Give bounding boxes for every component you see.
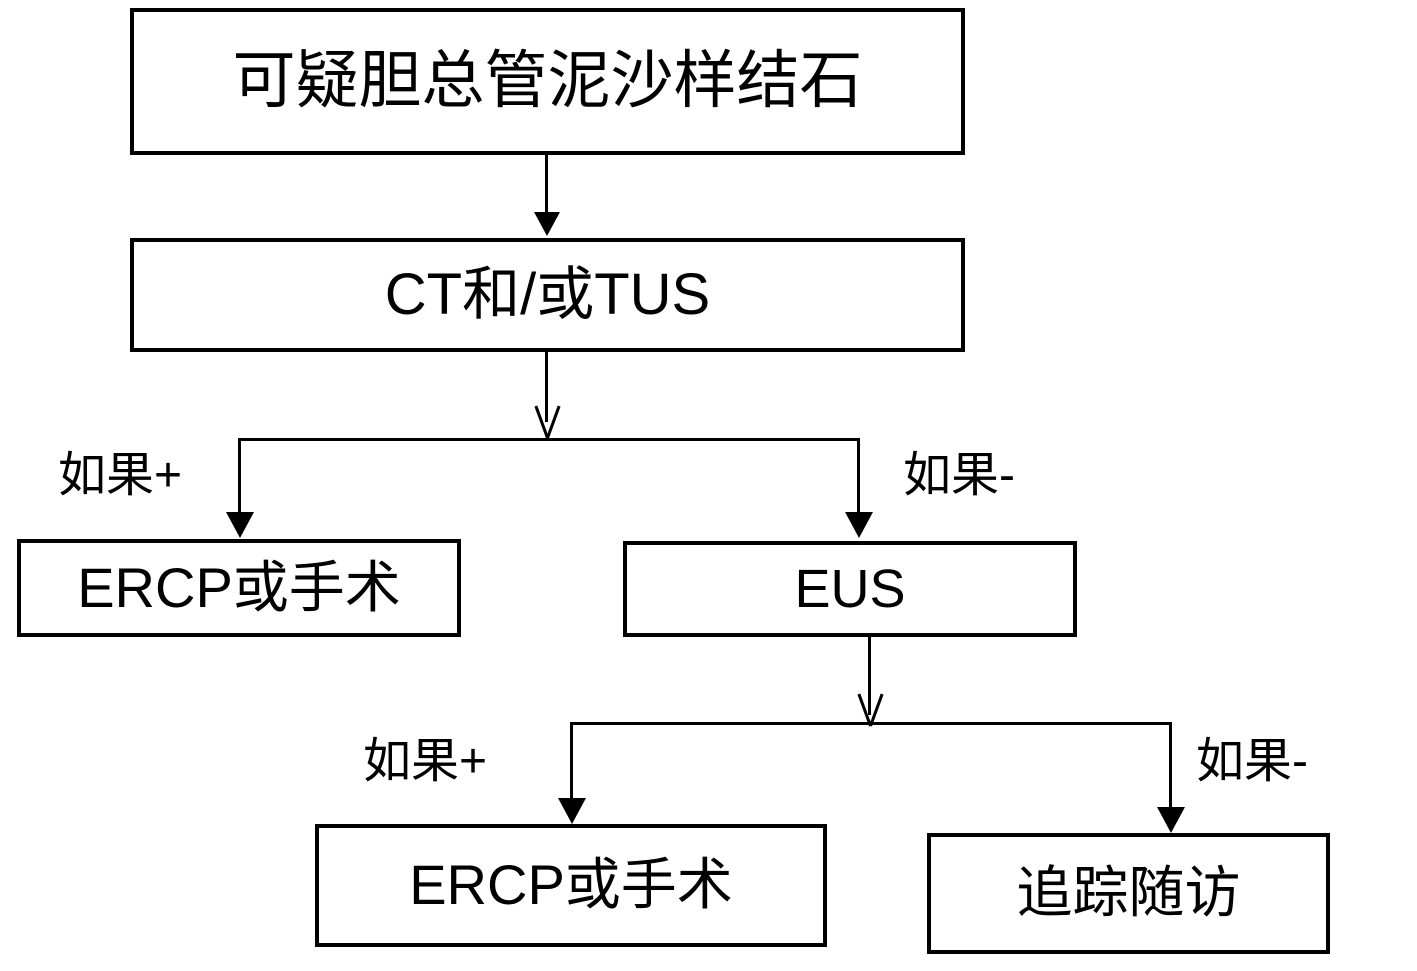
arrowhead-split2-left xyxy=(558,798,586,824)
connector-split1-left xyxy=(238,438,241,515)
node-eus: EUS xyxy=(623,541,1077,637)
node-suspected-stones: 可疑胆总管泥沙样结石 xyxy=(130,8,965,155)
edge-label-branch-2-negative: 如果- xyxy=(1196,735,1308,788)
split-bar-level-2 xyxy=(570,722,1172,725)
arrowhead-suspected-to-ct xyxy=(534,212,560,236)
connector-split2-right xyxy=(1169,722,1172,810)
connector-split2-left xyxy=(570,722,573,801)
connector-eus-to-split xyxy=(868,637,871,715)
node-ct-tus: CT和/或TUS xyxy=(130,238,965,352)
node-follow-up: 追踪随访 xyxy=(927,833,1330,954)
connector-ct-to-split xyxy=(545,352,548,422)
split-bar-level-1 xyxy=(238,438,860,441)
edge-label-branch-1-negative: 如果- xyxy=(903,449,1015,502)
node-ercp-or-surgery-lower-label: ERCP或手术 xyxy=(409,853,733,917)
node-ct-tus-label: CT和/或TUS xyxy=(384,261,711,327)
node-suspected-stones-label: 可疑胆总管泥沙样结石 xyxy=(232,46,863,117)
connector-split1-right xyxy=(857,438,860,515)
arrowhead-split1-right xyxy=(845,512,873,538)
node-follow-up-label: 追踪随访 xyxy=(1016,861,1241,925)
node-ercp-or-surgery-lower: ERCP或手术 xyxy=(315,824,827,947)
node-eus-label: EUS xyxy=(794,558,906,619)
arrowhead-split1-left xyxy=(226,512,254,538)
node-ercp-or-surgery-upper-label: ERCP或手术 xyxy=(77,555,401,619)
node-ercp-or-surgery-upper: ERCP或手术 xyxy=(17,539,461,637)
edge-label-branch-2-positive: 如果+ xyxy=(363,735,488,788)
arrowhead-split2-right xyxy=(1157,807,1185,833)
edge-label-branch-1-positive: 如果+ xyxy=(58,449,183,502)
connector-suspected-to-ct xyxy=(545,155,548,217)
